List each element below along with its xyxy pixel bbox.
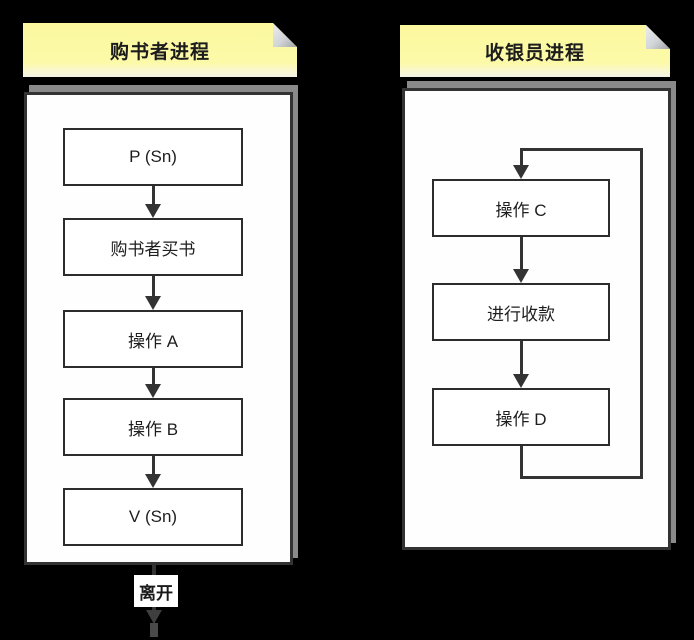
loop-line-top — [521, 148, 643, 151]
flow-node-collect-payment: 进行收款 — [432, 283, 610, 341]
connector-line — [152, 186, 155, 207]
buyer-process-title: 购书者进程 — [109, 41, 210, 63]
arrow-down-icon — [145, 384, 161, 398]
cashier-process-title: 收银员进程 — [484, 42, 585, 64]
exit-label: 离开 — [134, 575, 178, 607]
flow-node-op-a: 操作 A — [63, 310, 243, 368]
flow-node-buy-book: 购书者买书 — [63, 218, 243, 276]
connector-line — [152, 368, 155, 387]
arrow-down-icon — [146, 610, 162, 624]
cashier-process-frame: 操作 C 进行收款 操作 D — [402, 88, 671, 550]
flow-node-op-c: 操作 C — [432, 179, 610, 237]
flow-node-p-sn: P (Sn) — [63, 128, 243, 186]
loop-line-bottom — [520, 476, 642, 479]
exit-arrow-tail — [150, 623, 158, 637]
connector-line — [520, 237, 523, 271]
arrow-down-icon — [513, 269, 529, 283]
arrow-down-icon — [513, 165, 529, 179]
buyer-process-note: 购书者进程 — [23, 23, 297, 77]
loop-line-into-c — [520, 148, 523, 167]
folded-corner-icon — [273, 23, 297, 47]
arrow-down-icon — [513, 374, 529, 388]
buyer-process-frame: P (Sn) 购书者买书 操作 A 操作 B V (Sn) — [24, 92, 293, 565]
folded-corner-icon — [646, 25, 670, 49]
arrow-down-icon — [145, 474, 161, 488]
flow-node-op-d: 操作 D — [432, 388, 610, 446]
connector-line — [520, 341, 523, 375]
flow-node-op-b: 操作 B — [63, 398, 243, 456]
flow-node-v-sn: V (Sn) — [63, 488, 243, 546]
cashier-process-note: 收银员进程 — [400, 25, 670, 77]
connector-line — [152, 276, 155, 299]
loop-line-right — [640, 148, 643, 479]
arrow-down-icon — [145, 204, 161, 218]
arrow-down-icon — [145, 296, 161, 310]
connector-line — [152, 456, 155, 477]
loop-line-from-d — [520, 446, 523, 479]
